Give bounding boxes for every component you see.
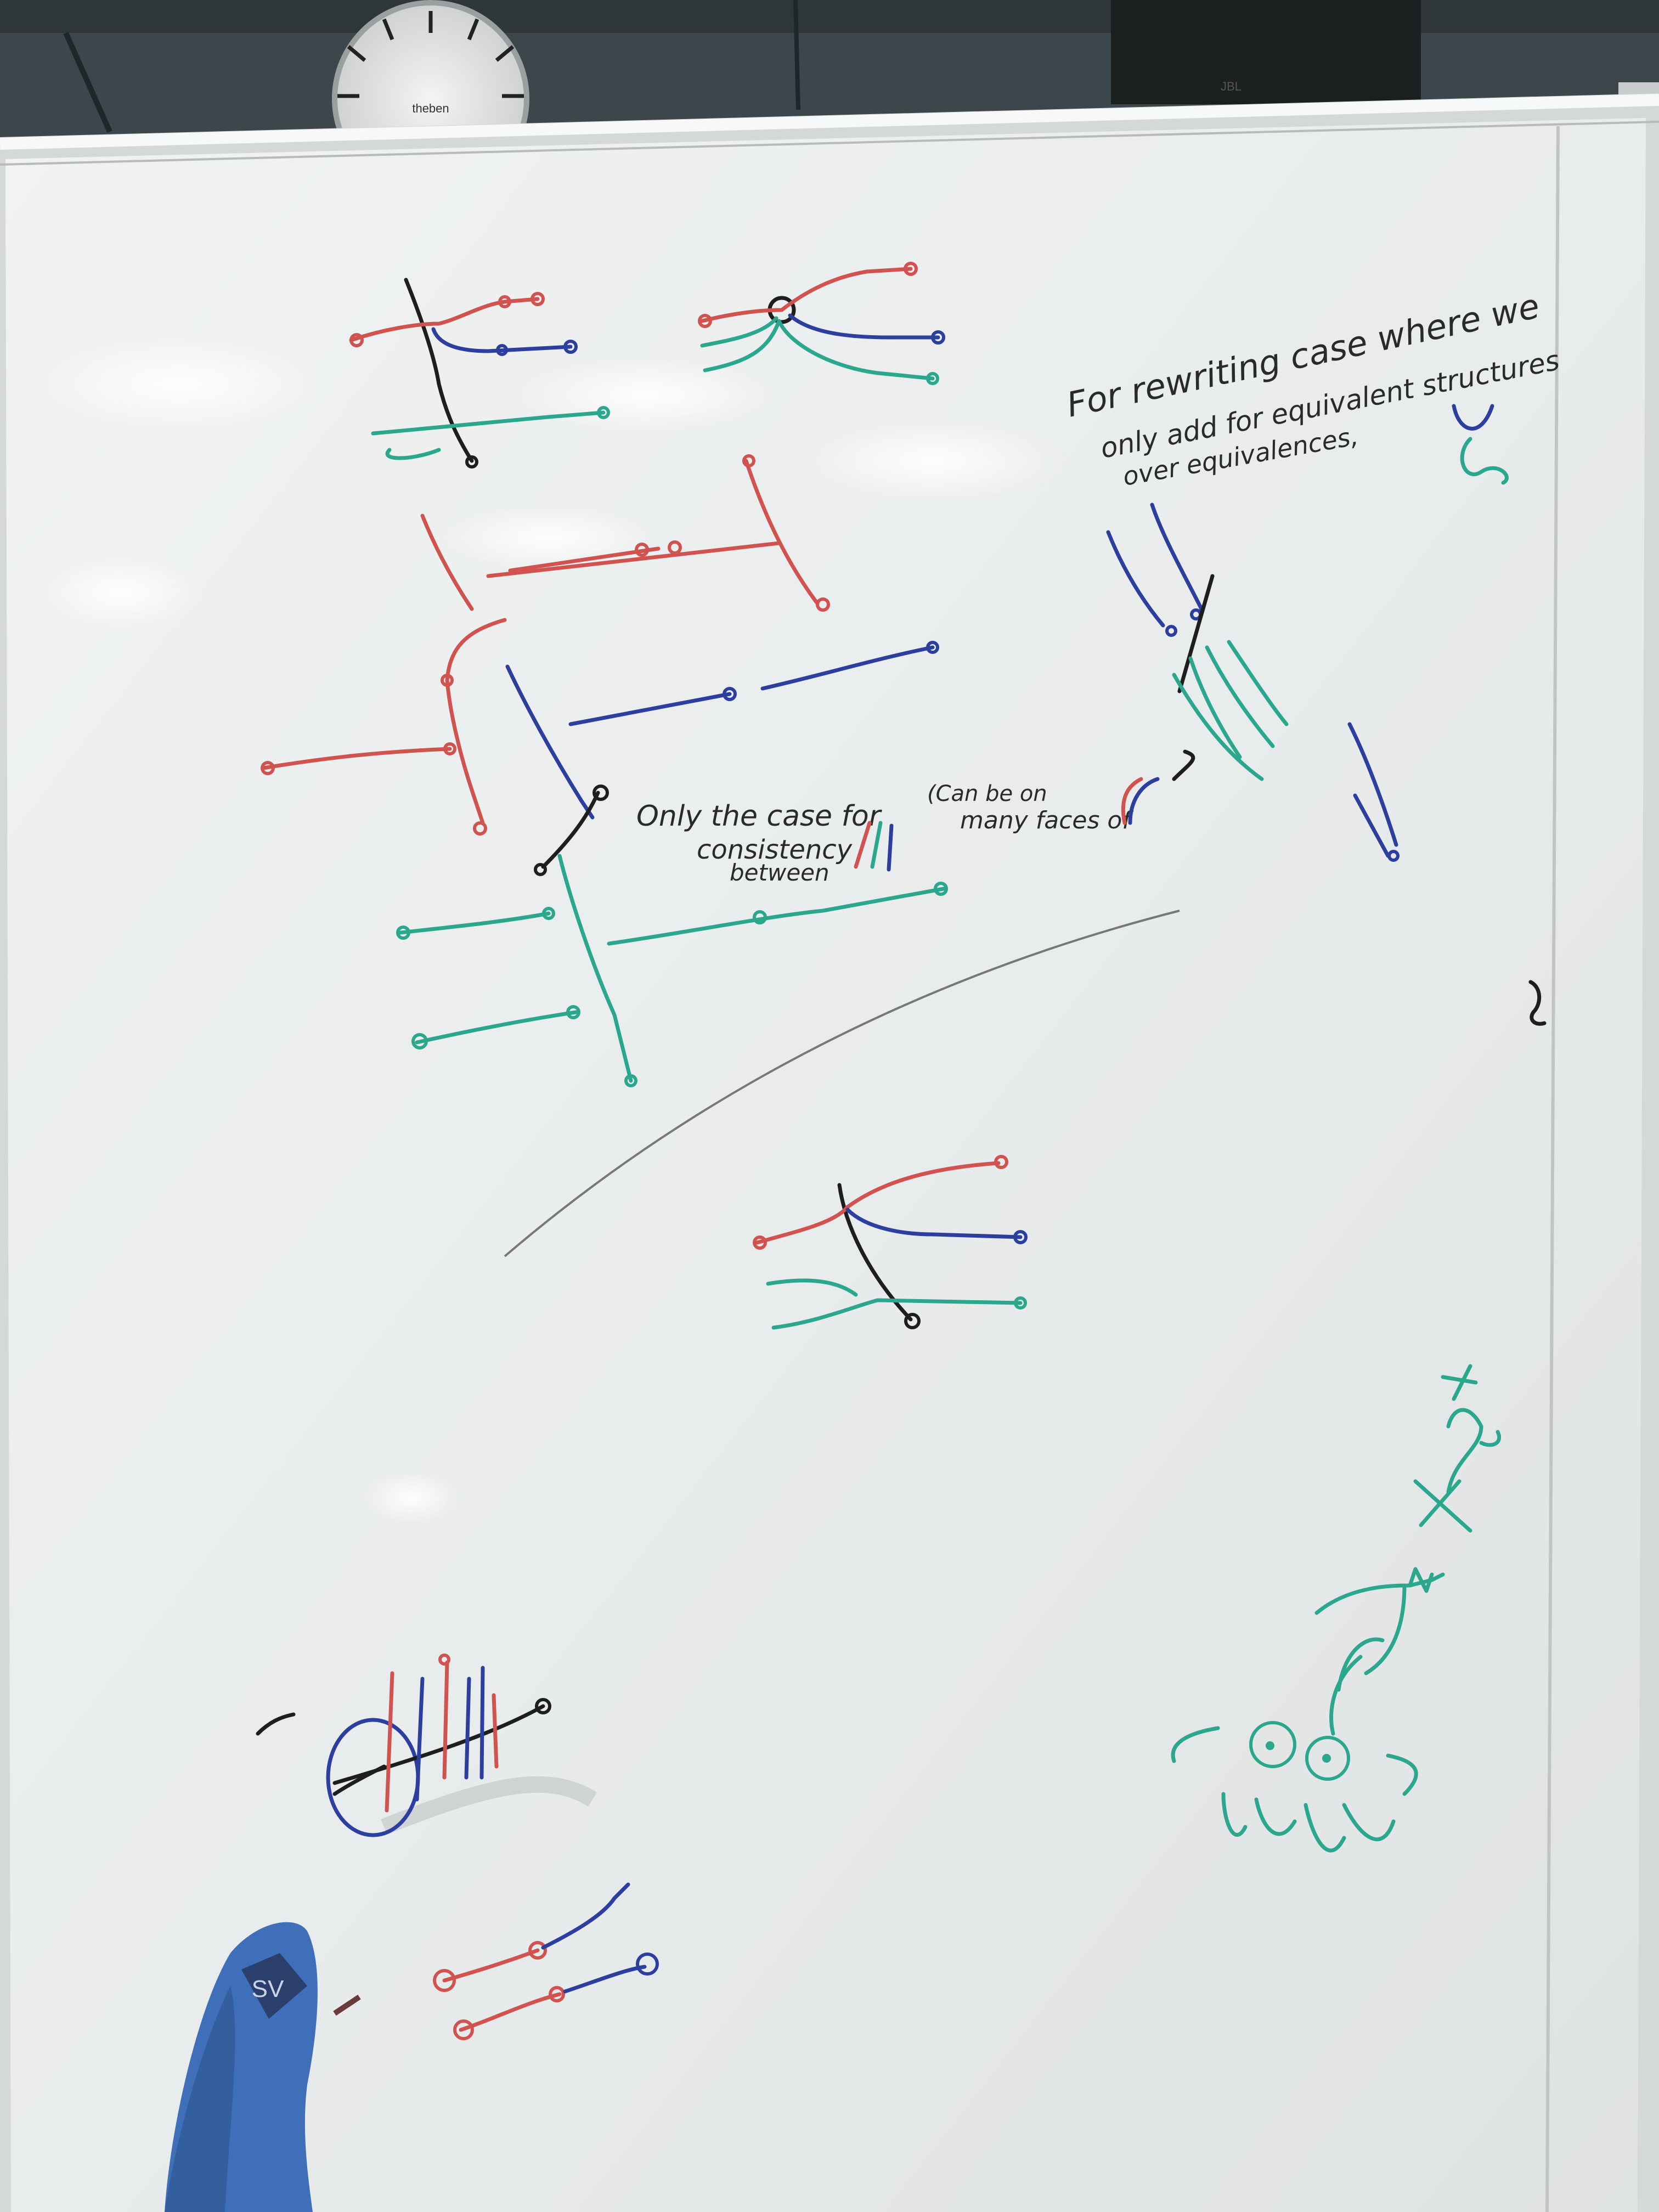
note-consistency: Only the case for consistency between <box>636 800 894 886</box>
note-faces-line2: many faces of <box>960 806 1134 834</box>
note-consistency-line3: between <box>730 859 830 886</box>
note-faces: (Can be on many faces of <box>927 749 1195 834</box>
clock-brand: theben <box>412 101 449 115</box>
diagram-crossing-lower-middle <box>753 1155 1028 1330</box>
towel: SV <box>165 1922 361 2212</box>
speaker: JBL <box>1111 0 1421 104</box>
diagram-parallel-lines-right <box>1106 503 1400 862</box>
squiggle-right <box>1528 980 1547 1026</box>
diagram-crossing-top-left <box>349 278 610 469</box>
speaker-brand: JBL <box>1221 80 1242 93</box>
diagram-connectors-bottom <box>433 1882 659 2040</box>
diagram-network-middle <box>261 454 948 1087</box>
towel-logo: SV <box>252 1976 284 2002</box>
doodle-creature <box>1171 1364 1502 1853</box>
whiteboard <box>0 93 1659 2212</box>
diagram-loop-bottom-left <box>256 1654 551 1837</box>
note-consistency-line2: consistency <box>697 834 853 865</box>
note-faces-line1: (Can be on <box>927 781 1047 806</box>
diagram-merge-top-middle <box>698 262 945 385</box>
note-consistency-line1: Only the case for <box>636 800 883 833</box>
